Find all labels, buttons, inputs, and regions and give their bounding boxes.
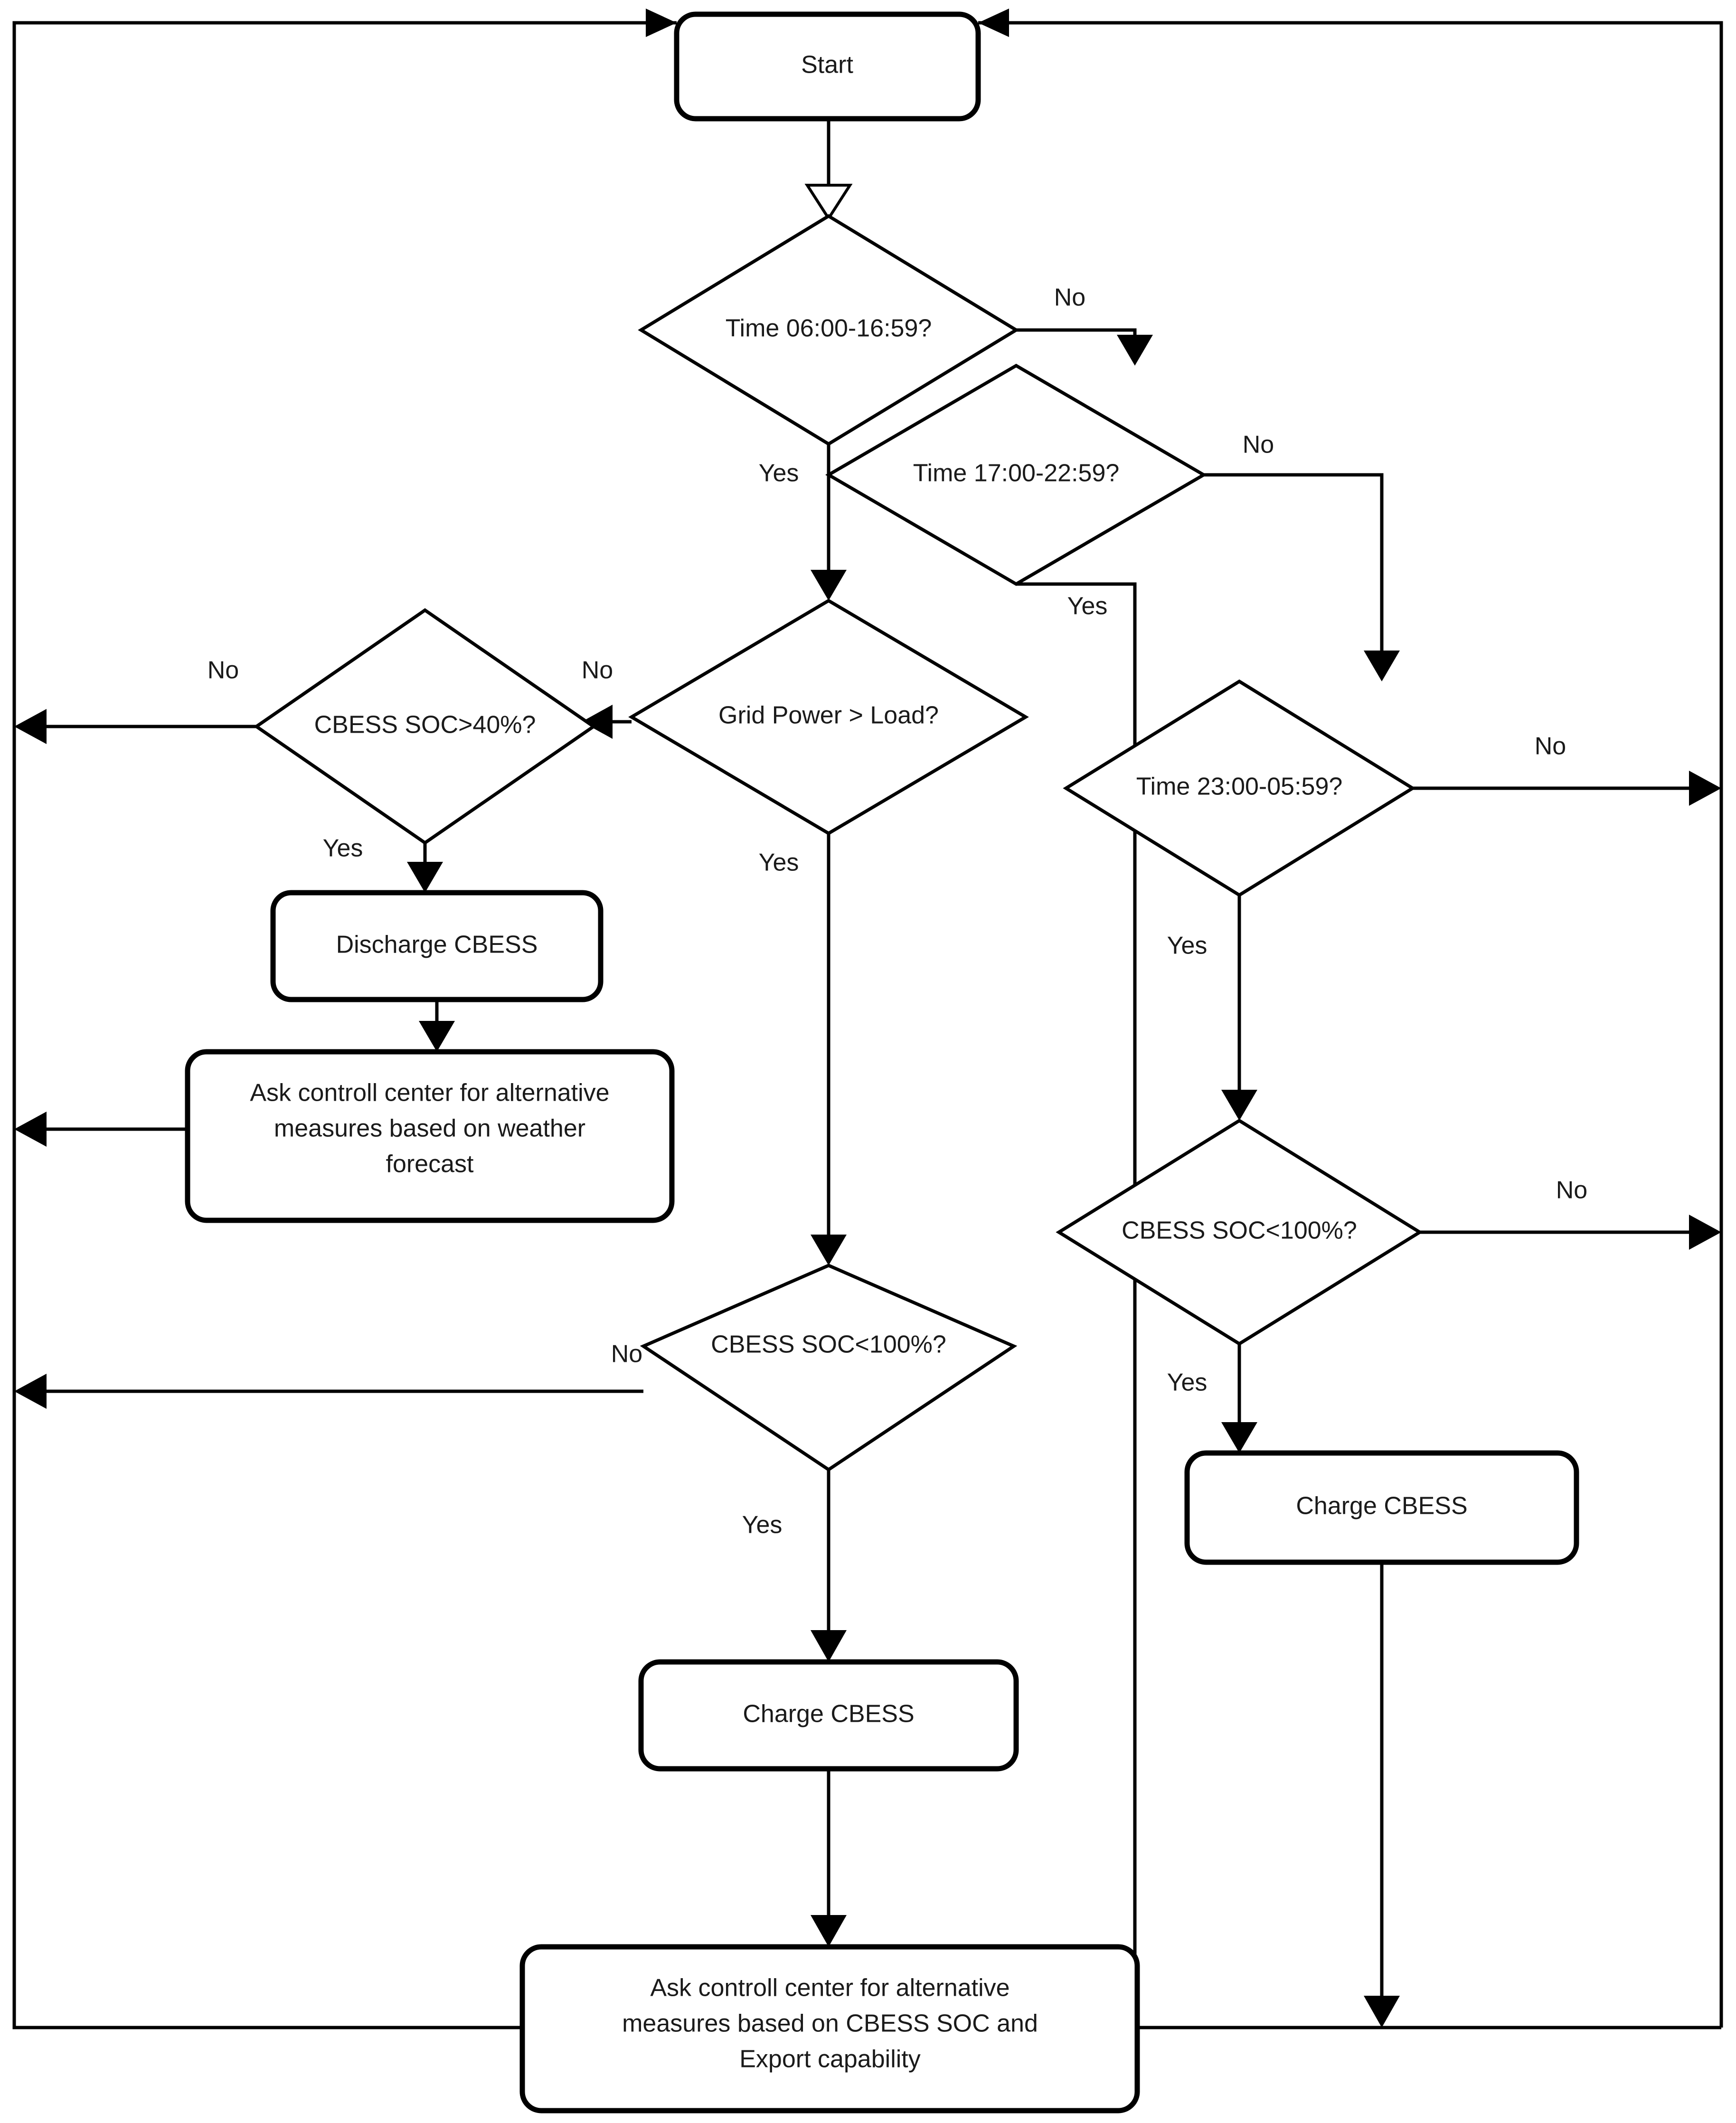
node-discharge-cbess-label: Discharge CBESS	[336, 931, 538, 959]
edge-label-grid-no: No	[582, 657, 613, 684]
node-soc-lt-100-right[interactable]: CBESS SOC<100%?	[1056, 1118, 1423, 1346]
arrowhead-open-into-time-morning	[804, 184, 853, 221]
node-ask-weather[interactable]: Ask controll center for alternative meas…	[185, 1049, 675, 1223]
arrowhead-into-soc100-mid	[811, 1235, 847, 1265]
node-time-night-label: Time 23:00-05:59?	[1136, 773, 1343, 801]
node-charge-cbess-mid-label: Charge CBESS	[743, 1700, 914, 1728]
edge-label-morning-no: No	[1054, 284, 1085, 311]
arrowhead-soc40-no-to-trunk	[14, 709, 47, 744]
arrowhead-into-charge-mid	[811, 1630, 847, 1662]
arrowhead-into-time-evening	[1117, 335, 1153, 366]
node-ask-weather-line-3: forecast	[386, 1151, 474, 1178]
arrowhead-night-no-to-trunk	[1689, 771, 1721, 806]
node-start[interactable]: Start	[674, 11, 981, 122]
edge-evening-no	[1204, 473, 1384, 665]
edge-morning-no	[1016, 328, 1137, 351]
node-time-evening-label: Time 17:00-22:59?	[913, 460, 1120, 487]
edge-label-soc100-right-no: No	[1556, 1177, 1587, 1204]
edge-label-soc100-mid-no: No	[611, 1340, 642, 1368]
node-charge-cbess-right[interactable]: Charge CBESS	[1184, 1450, 1579, 1565]
node-grid-power-label: Grid Power > Load?	[718, 702, 939, 729]
node-ask-weather-line-2: measures based on weather	[274, 1115, 585, 1142]
node-ask-weather-line-1: Ask controll center for alternative	[250, 1079, 609, 1107]
arrowhead-into-time-night	[1364, 651, 1400, 681]
node-soc-lt-100-mid[interactable]: CBESS SOC<100%?	[640, 1264, 1018, 1472]
arrowhead-into-ask-export	[811, 1915, 847, 1947]
arrowhead-into-discharge	[407, 862, 443, 893]
edge-label-night-yes: Yes	[1167, 932, 1208, 960]
arrowhead-into-ask-weather	[419, 1021, 455, 1052]
arrowhead-soc100-mid-no-to-trunk	[14, 1374, 47, 1409]
node-time-night[interactable]: Time 23:00-05:59?	[1063, 679, 1416, 897]
node-discharge-cbess[interactable]: Discharge CBESS	[270, 890, 604, 1002]
edge-label-soc100-mid-yes: Yes	[742, 1511, 783, 1539]
edge-label-evening-yes: Yes	[1067, 593, 1108, 620]
edge-label-soc100-right-yes: Yes	[1167, 1369, 1208, 1396]
node-ask-export-line-1: Ask controll center for alternative	[650, 1974, 1010, 2002]
node-soc-lt-100-right-label: CBESS SOC<100%?	[1122, 1217, 1357, 1245]
node-charge-cbess-mid[interactable]: Charge CBESS	[638, 1659, 1019, 1772]
edge-label-evening-no: No	[1243, 431, 1274, 459]
node-grid-power[interactable]: Grid Power > Load?	[628, 598, 1029, 836]
node-time-morning[interactable]: Time 06:00-16:59?	[638, 214, 1019, 446]
arrowhead-into-charge-right	[1221, 1422, 1257, 1453]
node-soc-gt-40-label: CBESS SOC>40%?	[314, 711, 536, 739]
edge-label-grid-yes: Yes	[759, 849, 799, 877]
edge-label-night-no: No	[1535, 733, 1566, 760]
arrowhead-soc100-right-no-to-trunk	[1689, 1215, 1721, 1250]
right-return-trunk	[978, 21, 1723, 2028]
arrowhead-charge-right-to-bottom	[1364, 1996, 1400, 2028]
arrowhead-ask-weather-to-trunk	[14, 1112, 47, 1147]
left-return-trunk	[12, 21, 677, 2029]
node-start-label: Start	[801, 51, 853, 79]
node-ask-export-line-2: measures based on CBESS SOC and	[622, 2010, 1038, 2038]
arrowhead-into-soc100-right	[1221, 1090, 1257, 1121]
arrowhead-into-soc40	[582, 705, 613, 739]
node-time-morning-label: Time 06:00-16:59?	[726, 315, 932, 342]
node-charge-cbess-right-label: Charge CBESS	[1296, 1492, 1467, 1520]
arrowhead-into-start-right	[978, 9, 1009, 37]
arrowhead-into-grid-power	[811, 570, 847, 601]
edge-evening-yes	[1016, 582, 1137, 2028]
node-ask-export[interactable]: Ask controll center for alternative meas…	[519, 1944, 1140, 2114]
edge-label-morning-yes: Yes	[759, 460, 799, 487]
node-ask-export-line-3: Export capability	[739, 2046, 921, 2073]
node-soc-lt-100-mid-label: CBESS SOC<100%?	[711, 1331, 946, 1359]
node-soc-gt-40[interactable]: CBESS SOC>40%?	[253, 608, 597, 845]
arrowhead-into-start-left	[646, 9, 677, 37]
edge-label-soc40-no: No	[208, 657, 239, 684]
edge-label-soc40-yes: Yes	[323, 835, 363, 862]
